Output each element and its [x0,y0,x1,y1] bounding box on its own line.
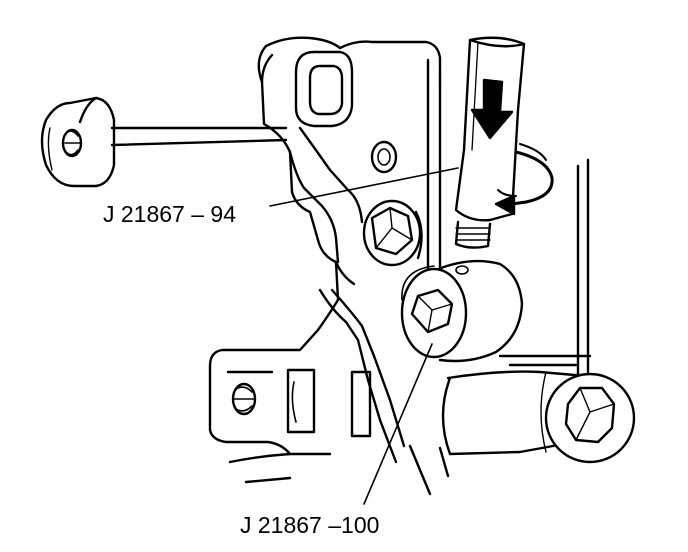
bolt-head [362,199,423,267]
left-tool-handle [40,96,288,188]
lower-right-cylinder [441,370,636,464]
callout-label-j21867-100: J 21867 –100 [240,512,380,538]
rotation-arrow-icon [494,143,554,216]
leader-line-94 [269,167,459,207]
leader-lines [269,167,459,505]
down-arrow-icon [470,78,514,140]
tool-j21867-100 [400,259,524,363]
engine-casting [208,36,592,496]
tool-j21867-94 [454,36,526,249]
callout-label-j21867-94: J 21867 – 94 [103,201,237,227]
lower-threaded-hole [231,382,257,416]
leader-line-100 [363,343,433,505]
